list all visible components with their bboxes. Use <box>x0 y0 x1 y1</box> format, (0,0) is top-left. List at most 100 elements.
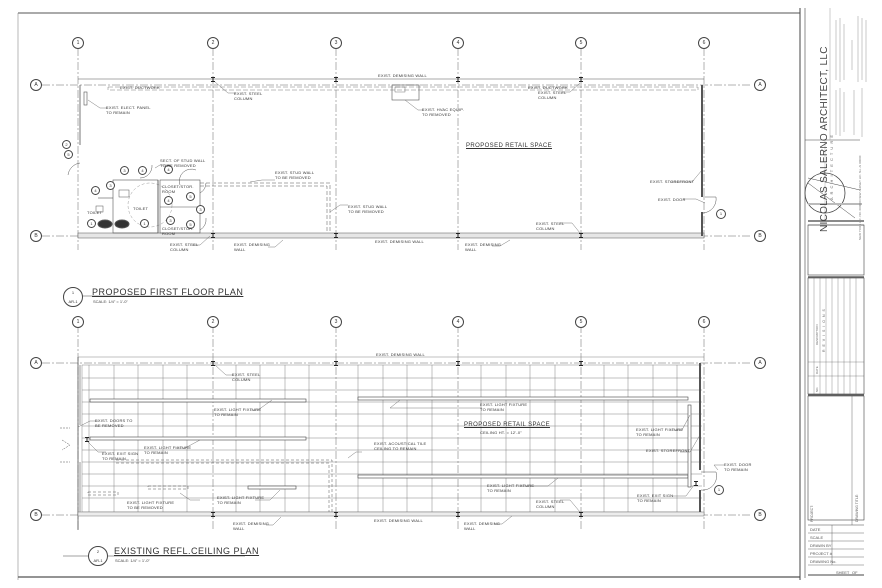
note-demising-wall: EXIST. DEMISING WALL <box>233 521 270 531</box>
drawing-title-label: DRAWING TITLE: <box>855 493 859 522</box>
note-sect-stud-wall: SECT. OF STUD WALL TO BE REMOVED <box>160 158 206 168</box>
door-tag: 4 <box>138 166 147 175</box>
field-drawn-by-label: DRAWN BY <box>810 543 832 548</box>
sheet-label: SHEET <box>836 570 850 575</box>
door-tag: 4 <box>164 196 173 205</box>
grid-bubble-6: 6 <box>698 37 710 49</box>
note-demising-wall: EXIST. DEMISING WALL <box>378 73 427 78</box>
door-tag: 1 <box>140 219 149 228</box>
note-demising-wall: EXIST. DEMISING WALL <box>464 521 501 531</box>
note-stud-wall: EXIST. STUD WALL TO BE REMOVED <box>275 170 315 180</box>
field-drawing-number-label: DRAWING No. <box>810 559 837 564</box>
note-door: EXIST. DOOR <box>658 197 686 202</box>
ceiling-grid <box>78 356 704 513</box>
title-block-lines <box>804 8 865 578</box>
grid-bubble-2: 2 <box>207 37 219 49</box>
room-label-closet: CLOSET/STOR. ROOM <box>162 226 194 236</box>
door-tag: 1 <box>87 219 96 228</box>
plan2-title: EXISTING REFL.CEILING PLAN <box>114 546 260 556</box>
plan2-detail-bubble: 2 AR-1 <box>88 546 108 566</box>
note-ductwork: EXIST. DUCTWORK <box>528 85 568 90</box>
grid-bubble-A-right: A <box>754 357 766 369</box>
door-tag: 5 <box>186 220 195 229</box>
firm-subtitle: A R C H I T E C T U R E <box>829 133 834 200</box>
note-steel-column: EXIST. STEEL COLUMN <box>536 499 565 509</box>
plan1-steel-columns <box>211 77 583 238</box>
note-light-fixture: EXIST. LIGHT FIXTURE TO REMAIN <box>636 427 684 437</box>
room-name-retail: PROPOSED RETAIL SPACE <box>466 143 552 149</box>
grid-bubble-1: 1 <box>72 316 84 328</box>
door-tag: 5 <box>64 150 73 159</box>
grid-bubble-B-right: B <box>754 509 766 521</box>
room-label-toilet: TOILET <box>133 206 149 211</box>
grid-bubble-B-right: B <box>754 230 766 242</box>
grid-bubble-5: 5 <box>575 316 587 328</box>
note-doors-remove: EXIST. DOORS TO BE REMOVED <box>95 418 133 428</box>
plan2-scale: SCALE: 1/4" = 1'-0" <box>115 558 150 563</box>
door-tag: 4 <box>164 165 173 174</box>
note-exit-sign: EXIST. EXIT SIGN TO REMAIN <box>102 451 139 461</box>
room-label-toilet: TOILET <box>87 210 103 215</box>
grid-bubble-3: 3 <box>330 37 342 49</box>
note-steel-column: EXIST. STEEL COLUMN <box>170 242 199 252</box>
grid-bubble-2: 2 <box>207 316 219 328</box>
note-demising-wall: EXIST. DEMISING WALL <box>465 242 502 252</box>
project-label: PROJECT: <box>810 505 814 522</box>
rev-col-description: DESCRIPTION <box>815 324 819 345</box>
plan1-sheet-ref: AR-1 <box>68 299 78 304</box>
note-light-fixture-remove: EXIST. LIGHT FIXTURE TO BE REMOVED <box>127 500 175 510</box>
note-door: EXIST. DOOR TO REMAIN <box>724 462 752 472</box>
door-tag: 2 <box>62 140 71 149</box>
door-tag: 4 <box>91 186 100 195</box>
door-tag: 3 <box>120 166 129 175</box>
door-tag: 1 <box>714 485 724 495</box>
door-tag: 1 <box>716 209 726 219</box>
room-name-retail: PROPOSED RETAIL SPACE <box>464 422 550 428</box>
grid-bubble-A-left: A <box>30 357 42 369</box>
note-elect-panel: EXIST. ELECT. PANEL TO REMAIN <box>106 105 151 115</box>
note-steel-column: EXIST. STEEL COLUMN <box>232 372 261 382</box>
rev-col-no: NO. <box>815 386 819 392</box>
grid-bubble-4: 4 <box>452 37 464 49</box>
field-date-label: DATE <box>810 527 821 532</box>
door-tag: 3 <box>106 181 115 190</box>
grid-bubble-3: 3 <box>330 316 342 328</box>
note-storefront: EXIST. STOREFRONT <box>650 179 695 184</box>
plan2-number: 2 <box>96 549 100 554</box>
note-demising-wall: EXIST. DEMISING WALL <box>374 518 423 523</box>
sheet-of-label: OF <box>852 570 858 575</box>
door-tag: 5 <box>186 192 195 201</box>
note-light-fixture: EXIST. LIGHT FIXTURE TO REMAIN <box>480 402 528 412</box>
door-tag: 3 <box>196 205 205 214</box>
firm-address: NEW YORK LIC. NO. 000000 NEW JERSEY LIC.… <box>858 155 862 240</box>
rev-col-date: DATE <box>815 366 819 374</box>
grid-bubble-B-left: B <box>30 230 42 242</box>
plan2-steel-columns <box>85 361 698 517</box>
revisions-header: R E V I S I O N S <box>822 308 826 352</box>
note-steel-column: EXIST. STEEL COLUMN <box>536 221 565 231</box>
grid-bubble-6: 6 <box>698 316 710 328</box>
grid-bubble-A-right: A <box>754 79 766 91</box>
plan1-detail-bubble: 1 AR-1 <box>63 287 83 307</box>
note-ductwork: EXIST. DUCTWORK <box>120 85 160 90</box>
note-stud-wall: EXIST. STUD WALL TO BE REMOVED <box>348 204 388 214</box>
door-tag: 3 <box>166 216 175 225</box>
note-storefront: EXIST. STOREFRONT <box>646 448 691 453</box>
grid-bubble-1: 1 <box>72 37 84 49</box>
note-light-fixture: EXIST. LIGHT FIXTURE TO REMAIN <box>217 495 265 505</box>
note-acoustical-tile: EXIST. ACOUSTICAL TILE CEILING TO REMAIN <box>374 441 427 451</box>
note-demising-wall: EXIST. DEMISING WALL <box>234 242 271 252</box>
room-label-closet: CLOSET/STOR. ROOM <box>162 184 194 194</box>
note-light-fixture: EXIST. LIGHT FIXTURE TO REMAIN <box>214 407 262 417</box>
field-scale-label: SCALE <box>810 535 824 540</box>
note-steel-column: EXIST. STEEL COLUMN <box>234 91 263 101</box>
grid-bubble-4: 4 <box>452 316 464 328</box>
plan1-scale: SCALE: 1/4" = 1'-0" <box>93 299 128 304</box>
grid-bubble-5: 5 <box>575 37 587 49</box>
plan2-sheet-ref: AR-1 <box>93 558 103 563</box>
grid-bubble-B-left: B <box>30 509 42 521</box>
note-demising-wall: EXIST. DEMISING WALL <box>375 239 424 244</box>
light-fixtures <box>89 396 692 490</box>
